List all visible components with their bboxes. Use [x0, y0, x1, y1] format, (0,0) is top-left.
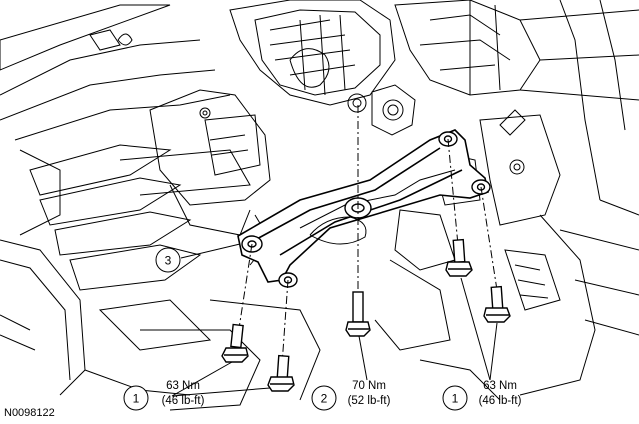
svg-text:1: 1	[133, 392, 140, 406]
svg-text:3: 3	[165, 254, 172, 268]
callout-2-center: 2 70 Nm (52 lb-ft)	[311, 380, 391, 411]
torque-nm-left: 63 Nm	[166, 380, 200, 392]
figure-id: N0098122	[4, 407, 55, 419]
callout-1-left: 1 63 Nm (46 lb-ft)	[123, 380, 205, 411]
leader-lines	[171, 243, 498, 397]
bolt-right-2	[483, 285, 511, 323]
torque-lbft-left: (46 lb-ft)	[162, 395, 205, 407]
torque-lbft-center: (52 lb-ft)	[348, 395, 391, 407]
alignment-lines	[237, 105, 498, 366]
bolt-left-1	[221, 323, 249, 363]
callout-3: 3	[155, 247, 181, 273]
bolt-center	[345, 291, 371, 337]
callout-1-right: 1 63 Nm (46 lb-ft)	[442, 380, 522, 411]
svg-text:1: 1	[452, 392, 459, 406]
vehicle-underbody	[0, 0, 639, 411]
svg-text:2: 2	[321, 392, 328, 406]
bolt-right-1	[445, 238, 473, 277]
torque-lbft-right: (46 lb-ft)	[479, 395, 522, 407]
torque-nm-right: 63 Nm	[483, 380, 517, 392]
torque-nm-center: 70 Nm	[352, 380, 386, 392]
bolt-left-2	[267, 354, 295, 392]
